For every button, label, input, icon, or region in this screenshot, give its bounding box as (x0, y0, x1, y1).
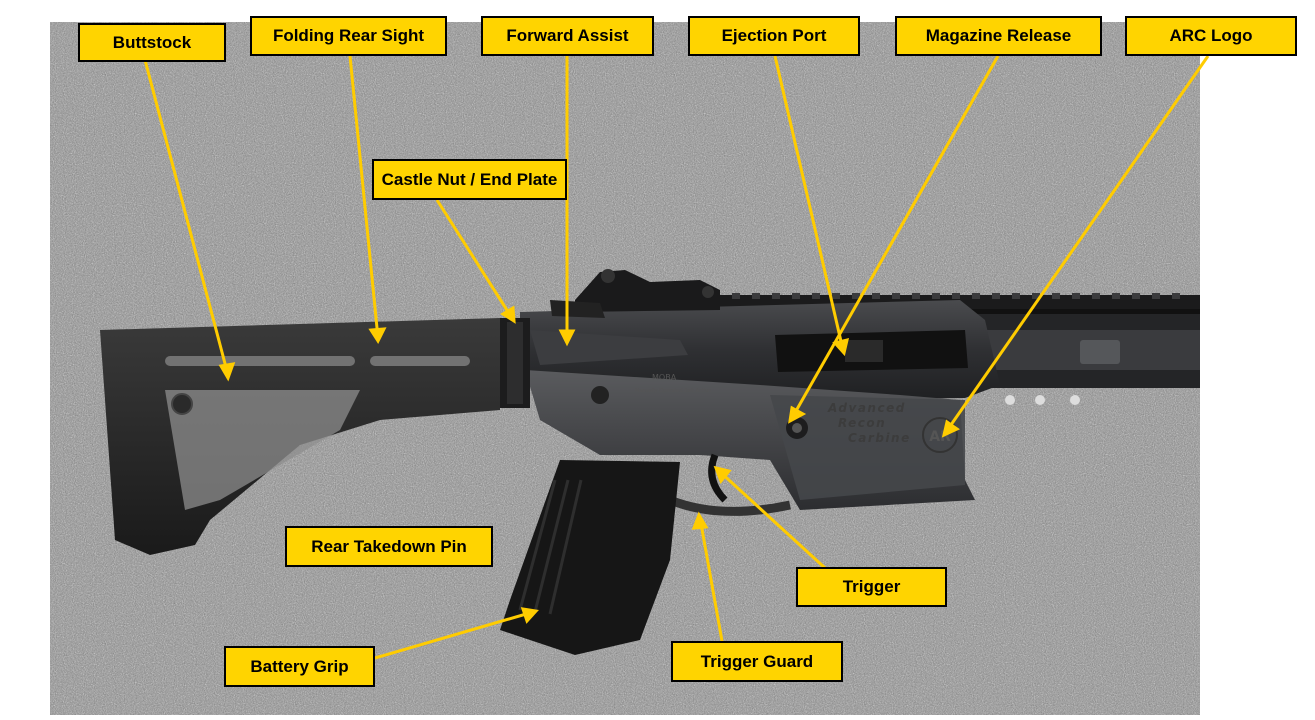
engraving-mark: MOBA (652, 373, 677, 382)
label-trigger-guard: Trigger Guard (671, 641, 843, 682)
label-arc-logo: ARC Logo (1125, 16, 1297, 56)
label-battery-grip: Battery Grip (224, 646, 375, 687)
leader-ejection-port (773, 55, 845, 351)
castle-nut (500, 318, 530, 408)
leader-buttstock (143, 59, 230, 376)
engraving-line-3: Carbine (848, 431, 911, 445)
leader-arc-logo (944, 55, 1210, 433)
label-buttstock: Buttstock (78, 23, 226, 62)
arc-logo-mark (922, 417, 958, 453)
leader-castle-nut (435, 199, 514, 319)
pistol-grip (500, 460, 680, 655)
leader-battery-grip (374, 610, 534, 660)
label-rear-takedown-pin: Rear Takedown Pin (285, 526, 493, 567)
folding-rear-sight (550, 269, 720, 318)
label-ejection-port: Ejection Port (688, 16, 860, 56)
label-trigger: Trigger (796, 567, 947, 607)
engraving-sub-mark: Manually Operated Bolt Action (635, 388, 711, 394)
engraving-line-2: Recon (838, 416, 886, 430)
handguard (960, 298, 1200, 405)
trigger-guard-shape (668, 495, 791, 516)
label-folding-rear-sight: Folding Rear Sight (250, 16, 447, 56)
leader-trigger-guard (698, 517, 724, 642)
label-magazine-release: Magazine Release (895, 16, 1102, 56)
engraving-line-1: Advanced (827, 401, 906, 415)
leader-trigger (716, 468, 827, 570)
trigger-shape (708, 453, 728, 503)
label-forward-assist: Forward Assist (481, 16, 654, 56)
label-castle-nut: Castle Nut / End Plate (372, 159, 567, 200)
leader-folding-rear-sight (348, 55, 380, 339)
takedown-pin (591, 386, 609, 404)
upper-receiver (520, 300, 1000, 400)
leader-magazine-release (790, 55, 1000, 419)
